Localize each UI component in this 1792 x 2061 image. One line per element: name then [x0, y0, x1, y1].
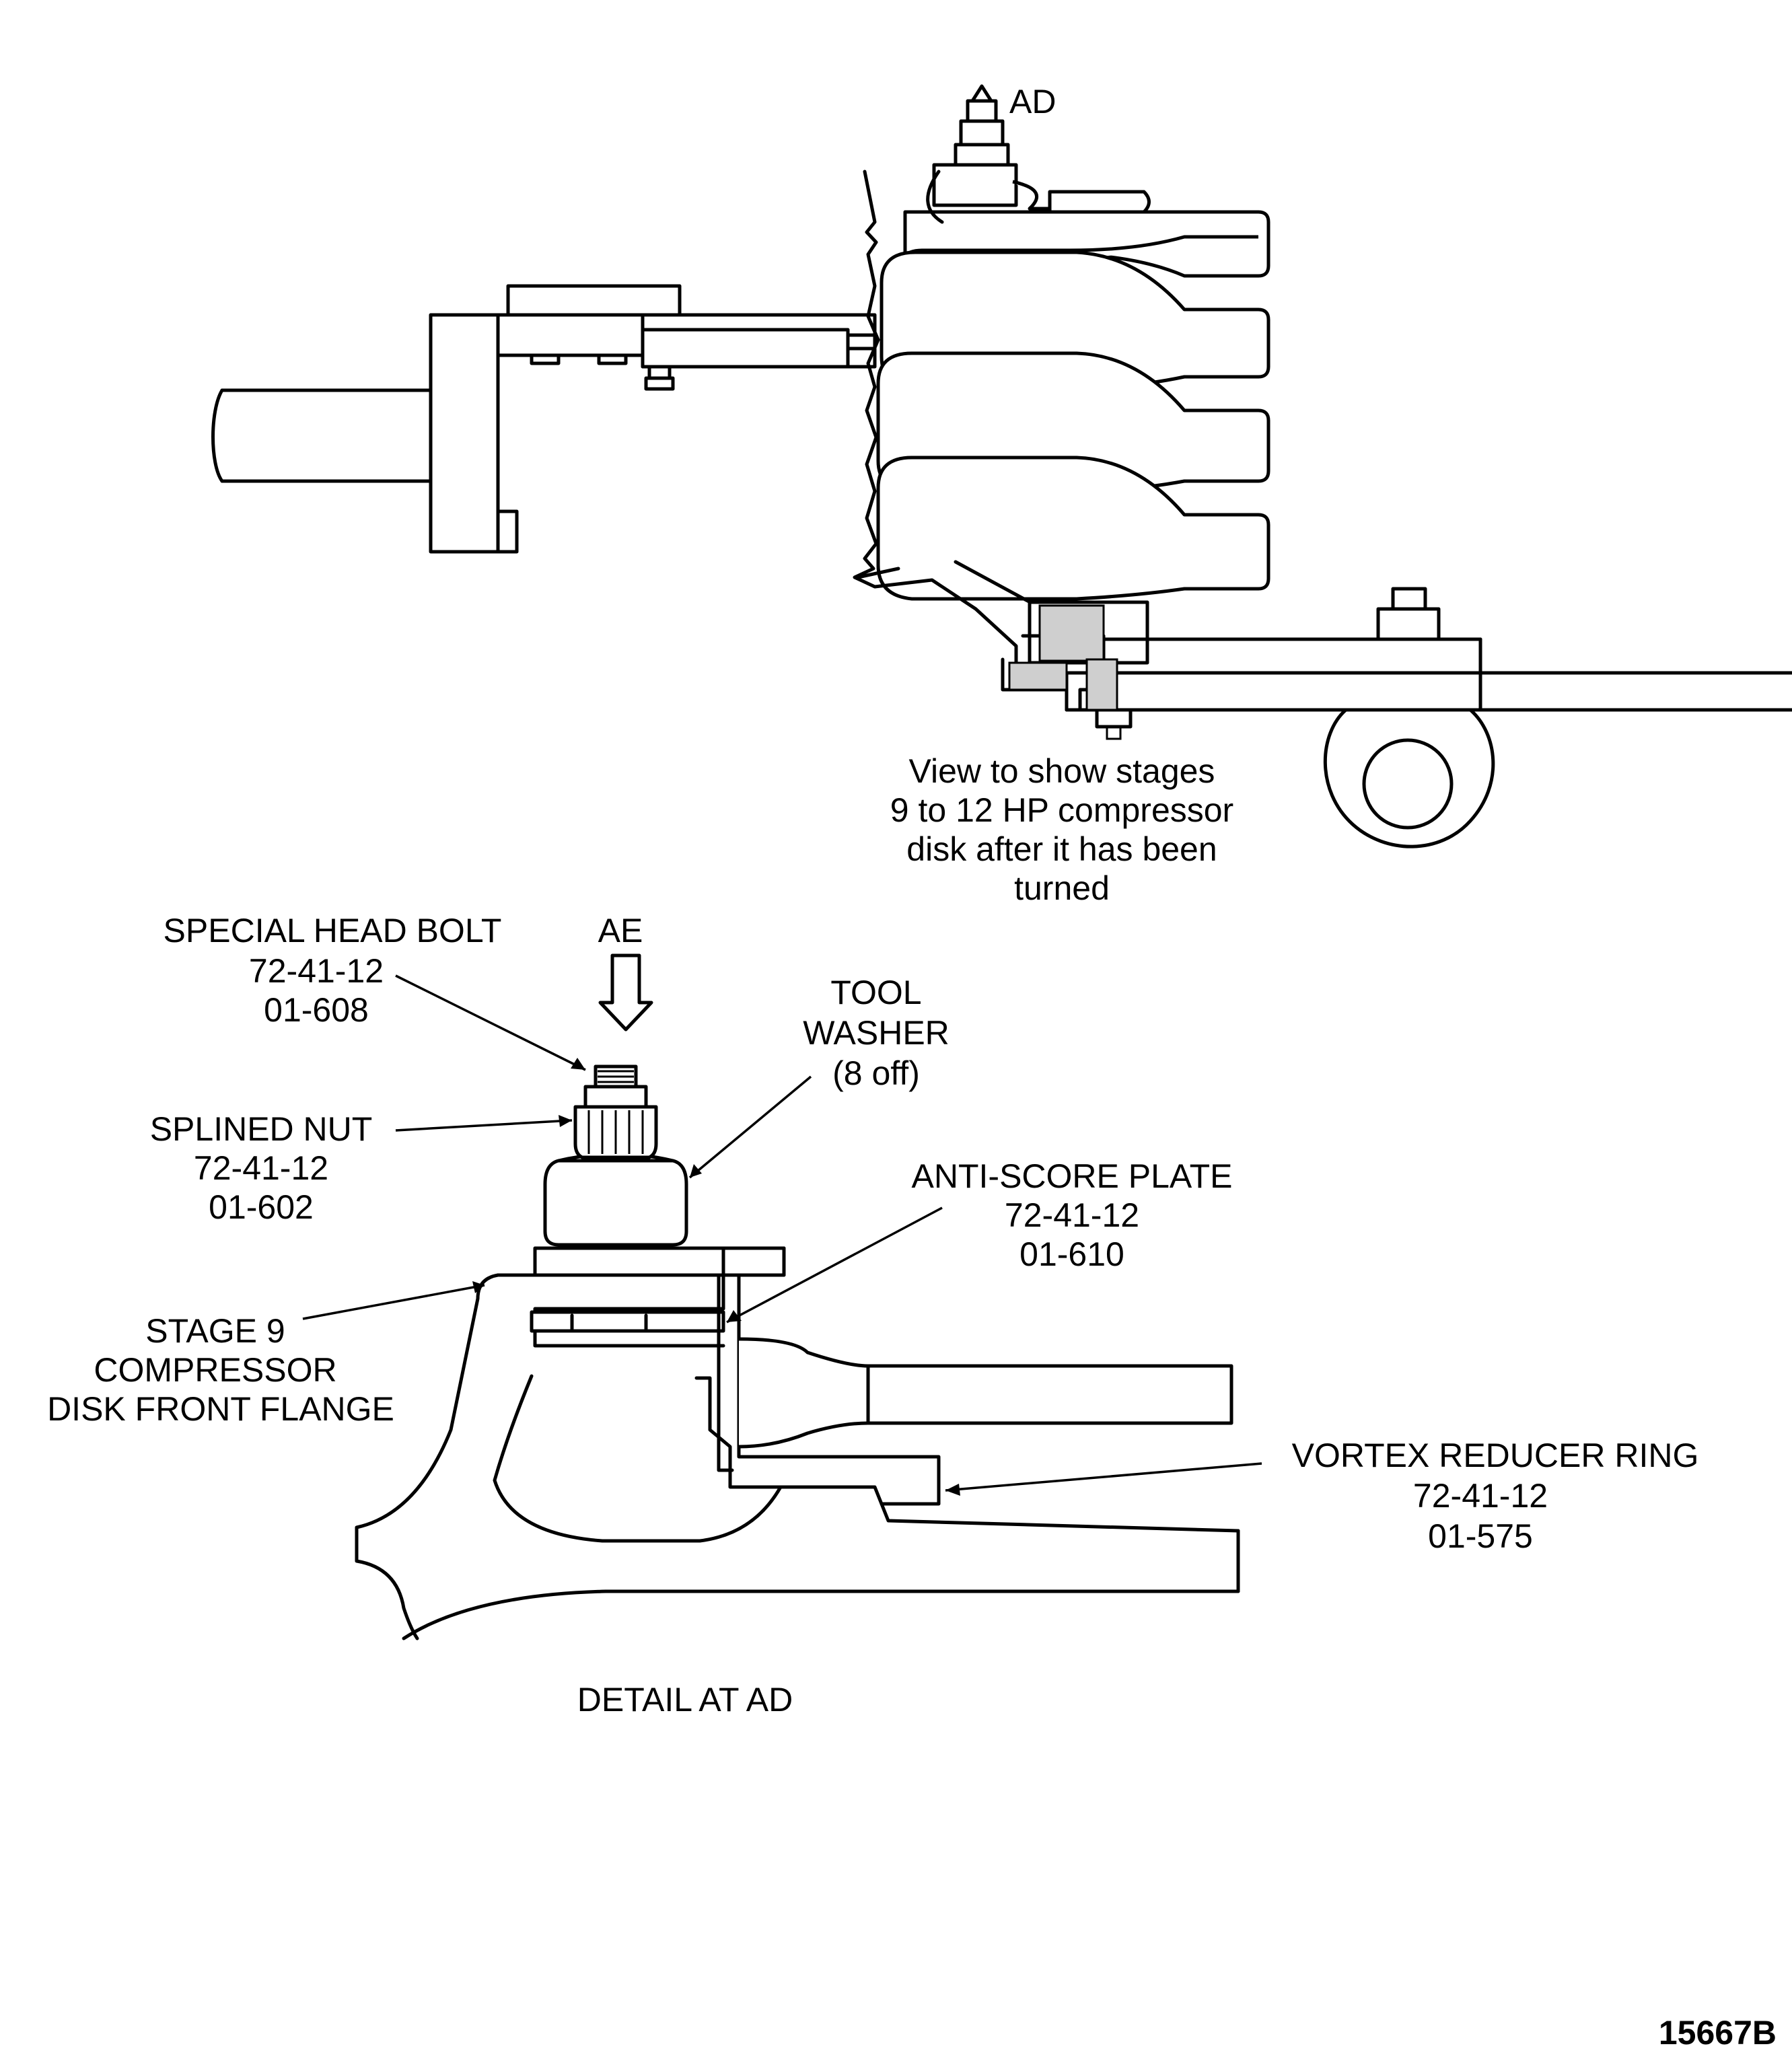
splined-nut-pn: 01-602 — [209, 1188, 314, 1226]
tool-washer-qty: (8 off) — [832, 1054, 920, 1092]
splined-nut-ref: 72-41-12 — [194, 1149, 328, 1187]
blade-root — [738, 1337, 1233, 1449]
anti-score-plate-pn: 01-610 — [1019, 1235, 1124, 1273]
stipple-pad — [1008, 604, 1118, 711]
leader-lines — [302, 974, 1262, 1496]
special-head-bolt-part — [594, 1064, 638, 1089]
anti-score-plate-ref: 72-41-12 — [1005, 1196, 1139, 1234]
tool-washer-label-2: WASHER — [803, 1014, 949, 1052]
special-head-bolt-ref: 72-41-12 — [249, 952, 384, 990]
text-labels: AD View to show stages 9 to 12 HP compre… — [47, 83, 1777, 2052]
detail-caption: DETAIL AT AD — [577, 1681, 793, 1719]
anti-score-plate-label: ANTI-SCORE PLATE — [912, 1157, 1233, 1195]
tool-washer-label-1: TOOL — [830, 974, 921, 1011]
stage9-label-3: DISK FRONT FLANGE — [47, 1390, 394, 1428]
bolt-at-ad — [926, 84, 1151, 224]
special-head-bolt-label: SPECIAL HEAD BOLT — [164, 912, 502, 949]
figure-number: 15667B — [1659, 2014, 1777, 2052]
special-head-bolt-pn: 01-608 — [264, 991, 369, 1029]
splined-nut-label: SPLINED NUT — [150, 1110, 373, 1148]
lower-clamp — [1001, 587, 1792, 740]
fixture-shaft — [211, 388, 433, 483]
view-caption-line2: 9 to 12 HP compressor — [890, 791, 1233, 829]
disk-stage-blades — [876, 210, 1270, 601]
vortex-reducer-ring-pn: 01-575 — [1428, 1517, 1533, 1555]
stage9-label-1: STAGE 9 — [145, 1312, 285, 1350]
lifting-eye — [1323, 708, 1495, 848]
ad-marker-label: AD — [1009, 83, 1056, 120]
view-caption-line1: View to show stages — [909, 752, 1215, 790]
vortex-reducer-ring-label: VORTEX REDUCER RING — [1292, 1437, 1699, 1474]
vortex-reducer-ring-ref: 72-41-12 — [1413, 1477, 1548, 1515]
detail-at-ad — [302, 953, 1262, 1640]
stage9-label-2: COMPRESSOR — [94, 1351, 336, 1389]
view-arrow-ae — [598, 953, 653, 1032]
splined-nut-part — [573, 1085, 658, 1159]
upper-assembly-view — [211, 84, 1792, 848]
view-caption-line4: turned — [1014, 869, 1110, 907]
view-caption-line3: disk after it has been — [906, 830, 1217, 868]
ae-marker-label: AE — [598, 912, 643, 949]
fixture-bracket — [429, 284, 877, 554]
tool-washer-part — [533, 1152, 786, 1277]
